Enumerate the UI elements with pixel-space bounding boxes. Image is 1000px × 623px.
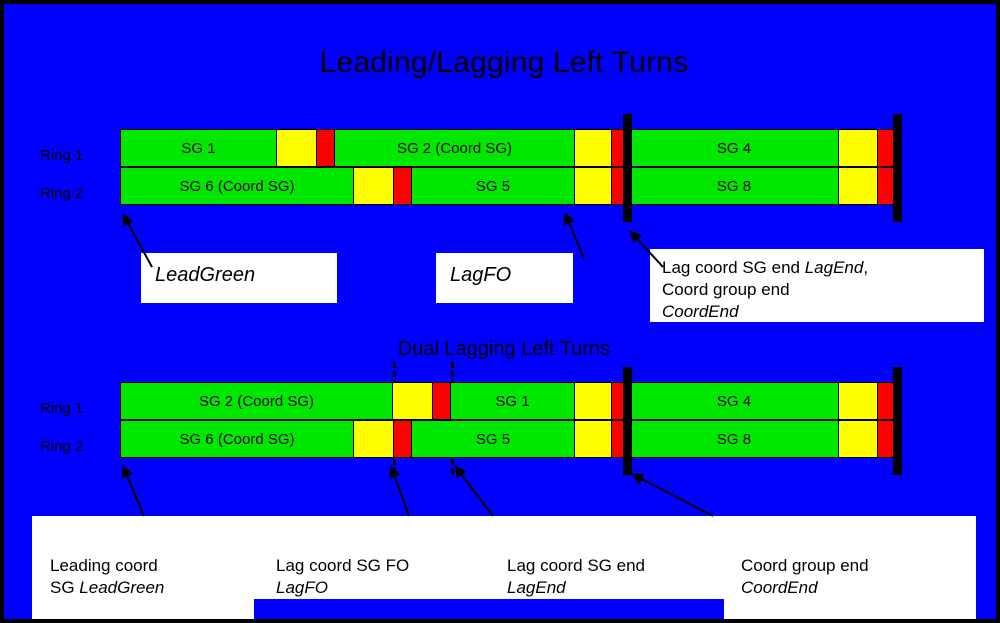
d1-ring1-label: Ring 1 <box>40 147 84 164</box>
d1-ring1-seg-6[interactable]: SG 4 <box>630 130 839 166</box>
callout-lag-end-term: LagEnd <box>804 258 864 277</box>
bottom-callout-leading-coord[interactable]: Leading coord SG LeadGreen <box>50 533 260 599</box>
d1-barrier-middle <box>623 114 632 222</box>
d2-ring2-seg-8[interactable] <box>878 421 896 457</box>
d1-ring1-seg-2[interactable] <box>317 130 335 166</box>
d2-ring2-bar: SG 6 (Coord SG) SG 5 SG 8 <box>120 420 897 458</box>
d2-barrier-middle <box>623 367 632 475</box>
d1-ring1-seg-0[interactable]: SG 1 <box>121 130 277 166</box>
d1-ring1-seg-1[interactable] <box>277 130 317 166</box>
callout-lead-green-text: LeadGreen <box>155 264 256 286</box>
d1-ring2-seg-4[interactable] <box>575 168 612 204</box>
bottom-callout-lag-fo-plain: Lag coord SG FO <box>276 556 410 576</box>
d2-ring1-seg-4[interactable] <box>575 383 612 419</box>
d1-ring2-seg-6[interactable]: SG 8 <box>630 168 839 204</box>
d1-ring2-seg-0[interactable]: SG 6 (Coord SG) <box>121 168 354 204</box>
d2-ring2-seg-1[interactable] <box>354 421 394 457</box>
d1-ring2-label: Ring 2 <box>40 185 84 202</box>
bottom-callout-lag-end[interactable]: Lag coord SG end LagEnd <box>507 533 735 599</box>
d2-ring1-seg-3[interactable]: SG 1 <box>451 383 575 419</box>
arrow-d2-coord-group-end <box>631 473 714 517</box>
d2-ring1-seg-1[interactable] <box>393 383 433 419</box>
d2-ring1-seg-7[interactable] <box>839 383 878 419</box>
d2-barrier-right <box>893 367 902 475</box>
callout-lag-end-line2: Coord group end <box>662 279 790 299</box>
d2-ring2-seg-7[interactable] <box>839 421 878 457</box>
callout-lag-end-line1: Lag coord SG end LagEnd, <box>662 257 972 279</box>
diagram-two-title: Dual Lagging Left Turns <box>397 338 611 360</box>
d2-ring1-seg-2[interactable] <box>433 383 451 419</box>
d1-ring1-seg-7[interactable] <box>839 130 878 166</box>
d1-ring1-seg-4[interactable] <box>575 130 612 166</box>
bottom-callout-lag-fo[interactable]: Lag coord SG FO LagFO <box>276 533 501 599</box>
callout-lag-fo-text: LagFO <box>450 264 512 286</box>
callout-lag-fo[interactable]: LagFO <box>436 253 573 303</box>
d1-ring2-seg-7[interactable] <box>839 168 878 204</box>
d2-ring2-seg-3[interactable]: SG 5 <box>412 421 575 457</box>
d1-ring2-seg-1[interactable] <box>354 168 394 204</box>
d2-ring1-seg-6[interactable]: SG 4 <box>630 383 839 419</box>
d2-ring1-seg-8[interactable] <box>878 383 896 419</box>
d2-ring2-seg-2[interactable] <box>394 421 412 457</box>
bottom-panel-middle <box>254 516 724 599</box>
d2-ring2-seg-4[interactable] <box>575 421 612 457</box>
d2-ring2-label: Ring 2 <box>40 438 84 455</box>
arrow-d2-lead-green <box>121 465 145 517</box>
callout-lag-end-line3: CoordEnd <box>662 301 972 323</box>
d1-ring1-seg-3[interactable]: SG 2 (Coord SG) <box>335 130 575 166</box>
callout-coord-end-term: CoordEnd <box>662 301 739 321</box>
d2-ring2-seg-6[interactable]: SG 8 <box>630 421 839 457</box>
d2-ring1-label: Ring 1 <box>40 400 84 417</box>
callout-lead-green[interactable]: LeadGreen <box>141 253 337 303</box>
bottom-callout-lag-fo-term: LagFO <box>276 578 328 598</box>
d2-ring2-seg-0[interactable]: SG 6 (Coord SG) <box>121 421 354 457</box>
d1-ring2-bar: SG 6 (Coord SG) SG 5 SG 8 <box>120 167 897 205</box>
callout-lag-end-line1-plain: Lag coord SG end <box>662 258 805 277</box>
d1-ring2-seg-2[interactable] <box>394 168 412 204</box>
bottom-callout-coord-group-end-plain: Coord group end <box>741 556 869 576</box>
bottom-panel-left <box>32 516 254 619</box>
bottom-callout-coord-group-end[interactable]: Coord group end CoordEnd <box>741 533 969 599</box>
d2-ring1-bar: SG 2 (Coord SG) SG 1 SG 4 <box>120 382 897 420</box>
page-title: Leading/Lagging Left Turns <box>319 46 689 79</box>
d1-ring1-bar: SG 1 SG 2 (Coord SG) SG 4 <box>120 129 897 167</box>
d2-ring1-seg-0[interactable]: SG 2 (Coord SG) <box>121 383 393 419</box>
arrow-d2-lag-end <box>454 465 494 517</box>
bottom-callout-lag-end-plain: Lag coord SG end <box>507 556 645 576</box>
d1-ring1-seg-8[interactable] <box>878 130 896 166</box>
bottom-callout-coord-group-end-term: CoordEnd <box>741 578 818 598</box>
d1-ring2-seg-3[interactable]: SG 5 <box>412 168 575 204</box>
bottom-callout-leading-coord-plain: Leading coord SG <box>50 556 158 598</box>
bottom-callout-lag-end-term: LagEnd <box>507 578 566 598</box>
bottom-callout-leading-coord-term: LeadGreen <box>79 578 165 598</box>
callout-lag-end-coord-end[interactable]: Lag coord SG end LagEnd, Coord group end… <box>650 249 984 322</box>
d1-ring2-seg-8[interactable] <box>878 168 896 204</box>
d1-barrier-right <box>893 114 902 222</box>
bottom-panel-right <box>724 516 976 619</box>
callout-lag-end-line1-tail: , <box>863 258 869 277</box>
